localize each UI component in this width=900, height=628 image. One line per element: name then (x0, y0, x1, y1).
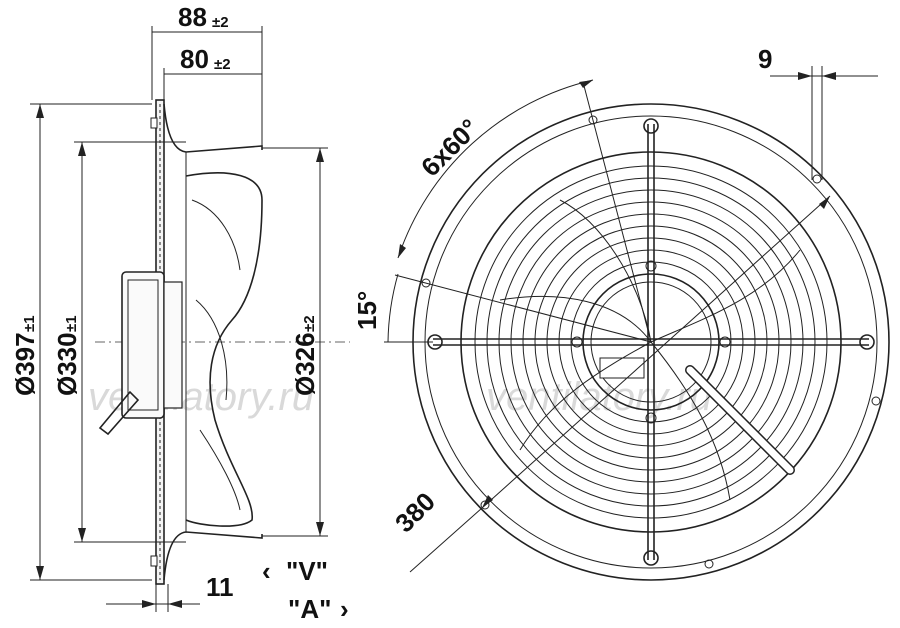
grille-bolt-bottom (643, 550, 659, 566)
ring-top (163, 103, 263, 153)
grille-ring-7 (546, 237, 756, 447)
grille-ring-5 (522, 213, 780, 471)
dim-tol-397: ±1 (21, 315, 38, 332)
dim-text-88: 88 (178, 2, 207, 32)
arrow-326-bottom (316, 522, 324, 536)
grille-ring-8 (558, 249, 744, 435)
flow-label-exhaust: "A" (288, 594, 331, 624)
dim-text-326: Ø326 (290, 332, 320, 396)
arrow-380-end (819, 196, 830, 209)
arrow-397-bottom (36, 566, 44, 580)
grille-ring-1 (474, 165, 828, 519)
grille-bolt-right (859, 334, 875, 350)
motor-hub-front-inner (590, 281, 712, 403)
clip-top (150, 117, 158, 129)
dim-text-397: Ø397 (10, 332, 40, 396)
dim-tol-80: ±2 (214, 56, 231, 73)
arrow-380-start (482, 495, 493, 508)
dim-tol-326: ±2 (301, 315, 318, 332)
mounting-hole-1 (588, 115, 598, 125)
motor-hub-inner (127, 279, 159, 411)
blade-curve-1 (191, 199, 241, 271)
arrow-9-left (798, 72, 812, 80)
blade-front-1 (559, 199, 652, 343)
ext-line-15-angled (394, 274, 652, 343)
dim-tol-88: ±2 (212, 14, 229, 31)
cable-gland (98, 390, 140, 436)
grille-bolt-top (643, 118, 659, 134)
arrow-6x60-end (579, 80, 593, 88)
dim-text-80: 80 (180, 44, 209, 74)
arrow-330-top (78, 142, 86, 156)
grille-ring-2 (486, 177, 816, 507)
dim-tol-330: ±1 (63, 315, 80, 332)
mounting-hole-3 (871, 396, 881, 406)
flow-label-intake: "V" (286, 556, 328, 586)
side-view (95, 99, 350, 585)
arrow-11-left (142, 600, 156, 608)
mounting-hole-6 (421, 278, 431, 288)
mounting-hole-5 (480, 500, 490, 510)
grille-ring-4 (510, 201, 792, 483)
blade-outline (185, 172, 263, 527)
mounting-hole-2 (812, 174, 822, 184)
cable-inner (686, 366, 794, 474)
orifice-circle (460, 151, 842, 533)
dim-text-9: 9 (758, 44, 772, 74)
hub-bolt-top (645, 260, 657, 272)
side-dimensions: 88 ±2 80 ±2 Ø397 ±1 Ø330 ±1 (10, 2, 349, 624)
ext-line-6x60 (582, 81, 652, 343)
dim-text-15: 15° (352, 291, 382, 330)
hub-bolt-left (571, 336, 583, 348)
dim-arc-15 (387, 273, 399, 343)
motor-hub-front (582, 273, 720, 411)
blade-curve-3 (199, 429, 241, 511)
ext-line-380 (409, 507, 483, 573)
clip-bottom (150, 555, 158, 567)
dim-arc-6x60 (397, 79, 594, 259)
blade-front-3 (650, 341, 731, 501)
grille-ring-6 (534, 225, 768, 459)
blade-curve-2 (195, 299, 228, 401)
flow-arrow-left: ‹ (262, 556, 271, 586)
dim-text-11: 11 (206, 572, 234, 602)
flow-arrow-right: › (340, 594, 349, 624)
arrow-9-right (822, 72, 836, 80)
arrow-11-right (168, 600, 182, 608)
dim-line-380 (481, 195, 831, 509)
blade-front-5 (499, 295, 652, 343)
dim-text-380: 380 (389, 486, 441, 538)
hub-bolt-right (719, 336, 731, 348)
dim-text-330: Ø330 (52, 332, 82, 396)
arrow-397-top (36, 104, 44, 118)
mounting-hole-4 (704, 559, 714, 569)
watermark-right: ventilatory.ru (486, 375, 712, 419)
dim-text-6x60: 6x60° (415, 113, 484, 182)
hub-bolt-bottom (645, 412, 657, 424)
grille-ring-9 (570, 261, 732, 423)
blade-front-2 (650, 249, 801, 343)
blade-front-4 (519, 341, 652, 451)
arrow-326-top (316, 148, 324, 162)
arrow-6x60-start (398, 244, 406, 258)
arrow-330-bottom (78, 528, 86, 542)
motor-rotor (163, 281, 183, 409)
grille-ring-3 (498, 189, 804, 495)
